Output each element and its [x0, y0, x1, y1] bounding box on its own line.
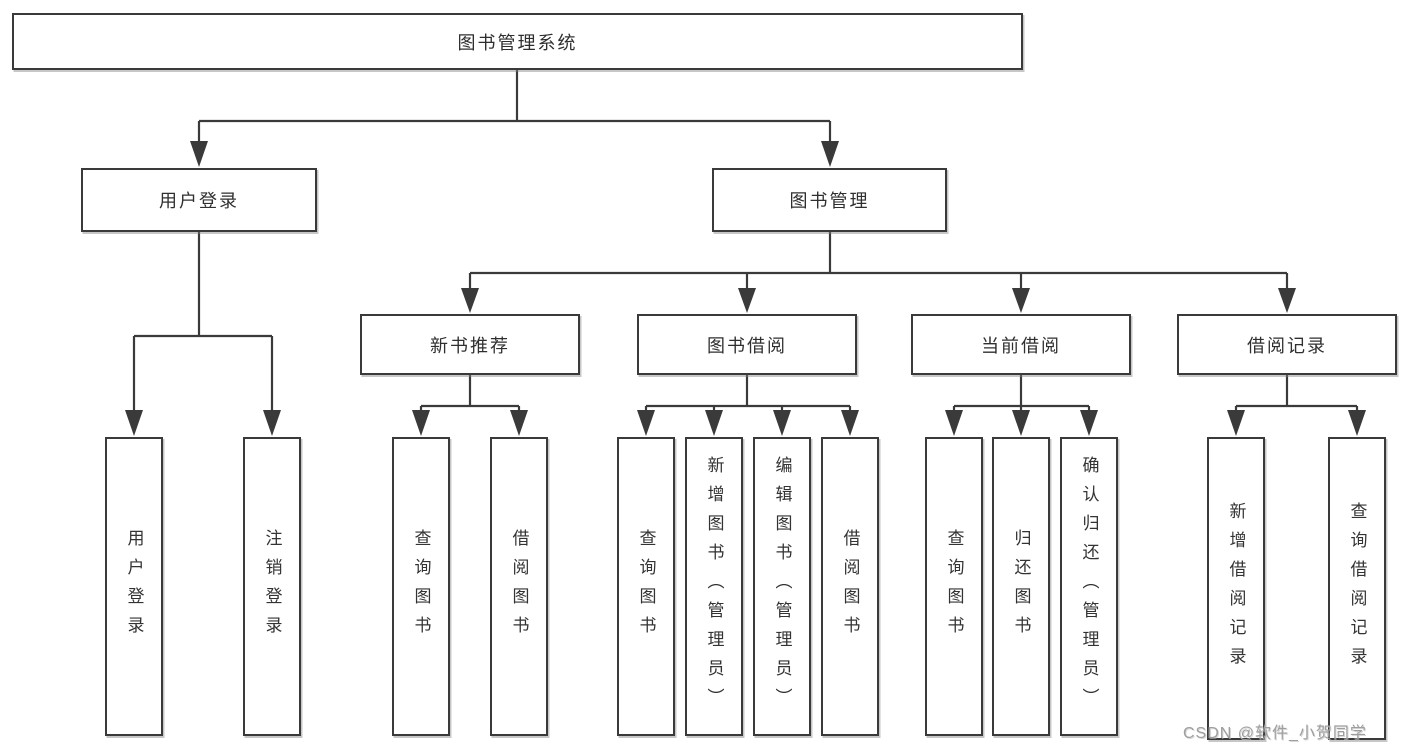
arrowhead	[773, 410, 791, 436]
leaf-label: 用户登录	[124, 528, 144, 645]
arrowhead	[841, 410, 859, 436]
node-current-borrowing: 当前借阅	[911, 314, 1131, 375]
leaf-label: 查询图书	[636, 528, 656, 645]
arrowhead	[263, 410, 281, 436]
node-label: 图书管理	[789, 191, 870, 211]
arrowhead	[705, 410, 723, 436]
leaf-label: 借阅图书	[509, 528, 529, 645]
connector-current-borrowing-children	[945, 375, 1098, 436]
connector-root-to-level2	[190, 70, 839, 167]
node-borrowing-records: 借阅记录	[1177, 314, 1397, 375]
leaf-label: 借阅图书	[840, 528, 860, 645]
arrowhead	[1278, 288, 1296, 313]
arrowhead	[637, 410, 655, 436]
leaf-query-borrow-record: 查询借阅记录	[1328, 437, 1386, 740]
leaf-borrow-books: 借阅图书	[821, 437, 879, 736]
node-user-login: 用户登录	[81, 168, 317, 232]
node-label: 新书推荐	[430, 335, 510, 356]
leaf-user-login: 用户登录	[105, 437, 163, 736]
leaf-label: 归还图书	[1011, 528, 1031, 645]
leaf-label: 查询图书	[944, 528, 964, 645]
node-label: 用户登录	[159, 191, 239, 211]
leaf-logout: 注销登录	[243, 437, 301, 736]
leaf-label: 查询图书	[411, 528, 431, 645]
connector-borrowing-records-children	[1227, 375, 1366, 436]
connector-new-book-recommend-children	[412, 375, 528, 436]
arrowhead	[1348, 410, 1366, 436]
arrowhead	[1012, 288, 1030, 313]
node-book-management: 图书管理	[712, 168, 947, 232]
leaf-query-books-recommend: 查询图书	[392, 437, 450, 736]
leaf-label: 注销登录	[262, 528, 282, 645]
connector-book-management-children	[461, 232, 1296, 313]
arrowhead	[1080, 410, 1098, 436]
leaf-label: 新增借阅记录	[1226, 501, 1246, 676]
node-label: 当前借阅	[981, 335, 1061, 356]
csdn-watermark: CSDN @软件_小贺同学	[1183, 725, 1367, 742]
leaf-borrow-books-recommend: 借阅图书	[490, 437, 548, 736]
leaf-label: 查询借阅记录	[1347, 501, 1367, 676]
arrowhead	[461, 288, 479, 313]
leaf-label: 编辑图书（管理员）	[772, 456, 792, 717]
leaf-query-books-borrowing: 查询图书	[617, 437, 675, 736]
leaf-confirm-return-admin: 确认归还（管理员）	[1060, 437, 1118, 736]
leaf-add-borrow-record: 新增借阅记录	[1207, 437, 1265, 740]
arrowhead	[510, 410, 528, 436]
node-new-book-recommend: 新书推荐	[360, 314, 580, 375]
leaf-return-books: 归还图书	[992, 437, 1050, 736]
arrowhead	[821, 141, 839, 167]
node-library-management-system: 图书管理系统	[12, 13, 1023, 70]
arrowhead	[945, 410, 963, 436]
node-book-borrowing: 图书借阅	[637, 314, 857, 375]
arrowhead	[738, 288, 756, 313]
leaf-query-books-current: 查询图书	[925, 437, 983, 736]
arrowhead	[1012, 410, 1030, 436]
connector-book-borrowing-children	[637, 375, 859, 436]
node-label: 借阅记录	[1247, 335, 1327, 356]
connector-user-login-children	[125, 232, 281, 436]
arrowhead	[1227, 410, 1245, 436]
arrowhead	[125, 410, 143, 436]
node-label: 图书管理系统	[457, 32, 578, 53]
leaf-label: 新增图书（管理员）	[704, 456, 724, 717]
leaf-add-books-admin: 新增图书（管理员）	[685, 437, 743, 736]
arrowhead	[190, 141, 208, 167]
leaf-edit-books-admin: 编辑图书（管理员）	[753, 437, 811, 736]
leaf-label: 确认归还（管理员）	[1079, 456, 1099, 717]
node-label: 图书借阅	[707, 335, 787, 356]
arrowhead	[412, 410, 430, 436]
